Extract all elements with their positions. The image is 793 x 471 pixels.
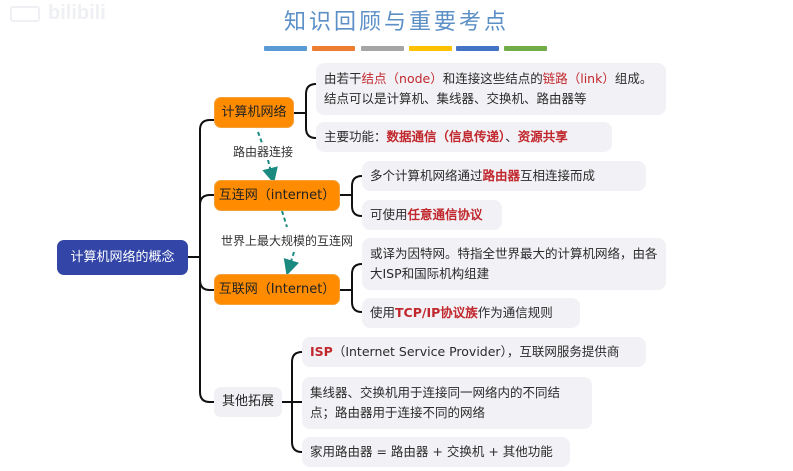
topic-other-extensions[interactable]: 其他拓展	[214, 387, 282, 417]
leaf-text: 家用路由器 = 路由器 + 交换机 + 其他功能	[310, 442, 553, 462]
accent-bar	[312, 46, 355, 51]
highlighted-term: TCP/IP协议族	[395, 305, 478, 320]
connector-topic-2	[199, 194, 214, 206]
leaf-text-segment: 集线器、交换机用于连接同一网络内的不同结点；路由器用于连接不同的网络	[310, 385, 561, 420]
leaf-network-definition[interactable]: 由若干结点（node）和连接这些结点的链路（link）组成。结点可以是计算机、集…	[316, 63, 666, 115]
relation-arrow-2	[281, 210, 288, 228]
connector-topic3-leaves	[340, 263, 363, 313]
leaf-internet-composition[interactable]: 多个计算机网络通过路由器互相连接而成	[362, 161, 646, 191]
leaf-hub-switch-router[interactable]: 集线器、交换机用于连接同一网络内的不同结点；路由器用于连接不同的网络	[302, 377, 592, 429]
topic-computer-network[interactable]: 计算机网络	[214, 97, 294, 128]
leaf-text: 使用TCP/IP协议族作为通信规则	[370, 303, 553, 323]
leaf-network-functions[interactable]: 主要功能：数据通信（信息传递）、资源共享	[316, 122, 612, 152]
bilibili-tv-icon	[10, 6, 40, 22]
leaf-text: 集线器、交换机用于连接同一网络内的不同结点；路由器用于连接不同的网络	[310, 383, 584, 423]
watermark-logo: bilibili	[48, 2, 106, 24]
accent-bar	[361, 46, 404, 51]
leaf-text-segment: 作为通信规则	[477, 305, 553, 320]
leaf-text-segment: 互相连接而成	[520, 168, 596, 183]
accent-bar	[504, 46, 547, 51]
leaf-text-segment: 和连接这些结点的	[442, 71, 543, 86]
highlighted-term: 链路（link）	[542, 71, 615, 86]
topic-label: 其他拓展	[221, 394, 274, 409]
page-title: 知识回顾与重要考点	[283, 10, 509, 35]
highlighted-term: 任意通信协议	[407, 207, 483, 222]
highlighted-term: ISP	[310, 344, 333, 359]
leaf-text: ISP（Internet Service Provider），互联网服务提供商	[310, 342, 619, 362]
leaf-text-segment: 、	[505, 129, 518, 144]
leaf-text-segment: 可使用	[370, 207, 408, 222]
highlighted-term: 数据通信（信息传递）	[386, 129, 506, 144]
leaf-text: 主要功能：数据通信（信息传递）、资源共享	[324, 127, 568, 147]
leaf-text: 或译为因特网。特指全世界最大的计算机网络，由各大ISP和国际机构组建	[370, 244, 658, 284]
highlighted-term: 路由器	[482, 168, 521, 183]
leaf-text-segment: 或译为因特网。特指全世界最大的计算机网络，由各大ISP和国际机构组建	[370, 246, 658, 281]
connector-topic1-leaves	[294, 83, 317, 139]
leaf-text: 可使用任意通信协议	[370, 205, 483, 225]
leaf-text-segment: （Internet Service Provider），互联网服务提供商	[332, 344, 620, 359]
connector-topic2-leaves	[340, 175, 363, 217]
accent-bar	[264, 46, 307, 51]
relation-label-largest-internet: 世界上最大规模的互连网	[221, 232, 354, 249]
relation-arrow-1	[257, 131, 263, 144]
leaf-text-segment: 多个计算机网络通过	[370, 168, 483, 183]
topic-internet-lower[interactable]: 互连网（internet）	[214, 180, 340, 211]
leaf-internet-protocol[interactable]: 可使用任意通信协议	[362, 200, 502, 230]
leaf-text: 由若干结点（node）和连接这些结点的链路（link）组成。结点可以是计算机、集…	[324, 69, 658, 109]
leaf-text-segment: 主要功能：	[324, 129, 387, 144]
root-label: 计算机网络的概念	[70, 249, 175, 265]
connector-topic-3	[199, 279, 214, 291]
topic-label: 互连网（internet）	[218, 187, 336, 203]
root-node[interactable]: 计算机网络的概念	[57, 240, 188, 275]
leaf-isp[interactable]: ISP（Internet Service Provider），互联网服务提供商	[302, 337, 646, 367]
leaf-text-segment: 家用路由器 = 路由器 + 交换机 + 其他功能	[310, 444, 553, 459]
relation-label-router-connect: 路由器连接	[233, 143, 294, 160]
leaf-text-segment: 由若干	[324, 71, 362, 86]
topic-label: 计算机网络	[221, 104, 287, 120]
leaf-text-segment: 使用	[370, 305, 396, 320]
leaf-home-router[interactable]: 家用路由器 = 路由器 + 交换机 + 其他功能	[302, 437, 570, 467]
highlighted-term: 资源共享	[517, 129, 568, 144]
accent-bar	[456, 46, 499, 51]
topic-internet-upper[interactable]: 互联网（Internet）	[214, 274, 340, 305]
leaf-internet-definition[interactable]: 或译为因特网。特指全世界最大的计算机网络，由各大ISP和国际机构组建	[362, 238, 666, 290]
connector-topic4-leaves	[282, 351, 303, 453]
accent-bar	[409, 46, 452, 51]
topic-label: 互联网（Internet）	[218, 281, 336, 297]
highlighted-term: 结点（node）	[361, 71, 443, 86]
leaf-text-segment: 组成。结点可以是计算机、集线器、交换机、路由器等	[324, 71, 653, 106]
leaf-tcpip[interactable]: 使用TCP/IP协议族作为通信规则	[362, 298, 580, 328]
leaf-text: 多个计算机网络通过路由器互相连接而成	[370, 166, 595, 186]
connector-trunk	[199, 119, 211, 403]
